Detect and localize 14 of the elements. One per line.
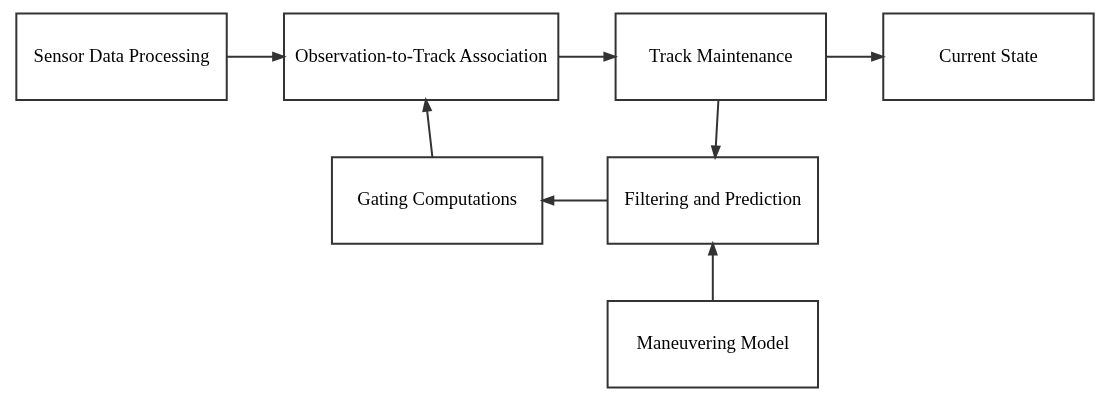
node-box: Gating Computations (330, 156, 544, 245)
node-box: Sensor Data Processing (15, 12, 228, 101)
arrow (539, 195, 609, 206)
arrow (707, 240, 718, 302)
arrow (225, 51, 287, 62)
node-box: Maneuvering Model (606, 300, 819, 389)
arrow (422, 96, 434, 159)
node-box: Current State (882, 12, 1095, 101)
arrow (710, 99, 721, 161)
arrow (557, 51, 619, 62)
node-box: Filtering and Prediction (606, 156, 819, 245)
node-box: Observation-to-Track Association (283, 12, 560, 101)
arrow (825, 51, 886, 62)
node-box: Track Maintenance (614, 12, 827, 101)
